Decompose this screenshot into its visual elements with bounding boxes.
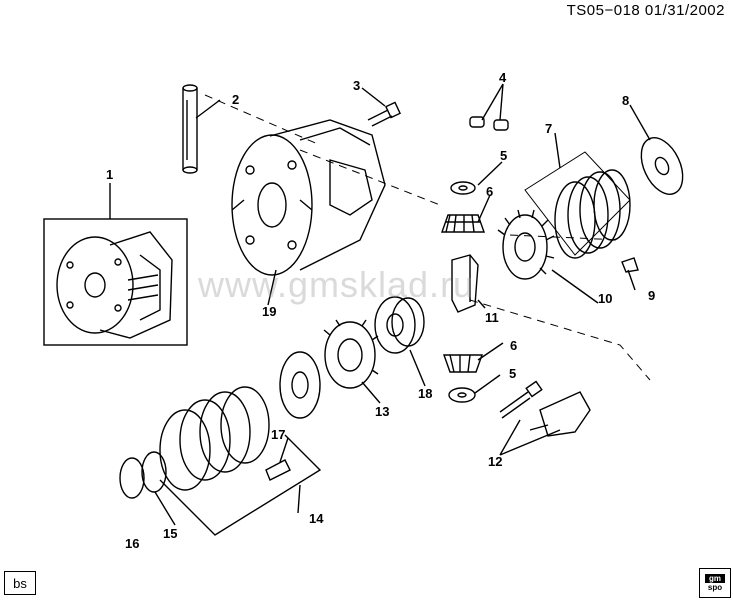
part-15-snap-ring <box>141 451 167 493</box>
gm-spo-logo: gm spo <box>699 568 731 598</box>
part-8-shim <box>640 137 684 195</box>
callout-19: 19 <box>262 304 276 319</box>
callout-18: 18 <box>418 386 432 401</box>
spo-logo-text: spo <box>707 583 723 592</box>
callout-3: 3 <box>353 78 360 93</box>
part-12-governor-assembly <box>499 380 591 437</box>
callout-10: 10 <box>598 291 612 306</box>
part-4-bolts <box>469 116 509 131</box>
part-17-spring <box>265 459 291 481</box>
part-9-guide-clip <box>621 257 639 273</box>
part-3-bolt <box>367 101 401 127</box>
part-16-snap-ring <box>119 457 145 499</box>
part-5-thrust-washer-lower <box>448 387 476 403</box>
watermark-text: www.gmsklad.ru <box>198 264 475 305</box>
callout-13: 13 <box>375 404 389 419</box>
bs-badge: bs <box>4 571 36 595</box>
callout-5-upper: 5 <box>500 148 507 163</box>
part-6-pinion-gear-lower <box>443 354 483 373</box>
callout-6-upper: 6 <box>486 184 493 199</box>
part-5-thrust-washer-upper <box>450 181 476 195</box>
callout-2: 2 <box>232 92 239 107</box>
part-19-case <box>231 119 386 276</box>
part-10-side-gear <box>497 209 555 280</box>
part-7-clutch-pack <box>524 151 631 259</box>
callout-16: 16 <box>125 536 139 551</box>
callout-7: 7 <box>545 121 552 136</box>
callout-9: 9 <box>648 288 655 303</box>
callout-1: 1 <box>106 167 113 182</box>
callout-6-lower: 6 <box>510 338 517 353</box>
part-13-side-gear <box>323 319 379 389</box>
callout-11: 11 <box>485 310 499 325</box>
callout-15: 15 <box>163 526 177 541</box>
part-1-differential-assembly <box>43 218 188 346</box>
part-2-cross-pin <box>182 84 198 174</box>
part-18-side-gear-hub <box>374 296 425 354</box>
callout-17: 17 <box>271 427 285 442</box>
callout-5-lower: 5 <box>509 366 516 381</box>
callout-8: 8 <box>622 93 629 108</box>
diagram-code: TS05−018 01/31/2002 <box>566 2 725 19</box>
gm-logo-text: gm <box>705 574 725 583</box>
callout-4: 4 <box>499 70 507 85</box>
callout-12: 12 <box>488 454 502 469</box>
part-14-clutch-pack <box>159 351 322 536</box>
part-11-thrust-block <box>451 254 479 313</box>
part-6-pinion-gear-upper <box>441 214 485 233</box>
callout-14: 14 <box>309 511 324 526</box>
